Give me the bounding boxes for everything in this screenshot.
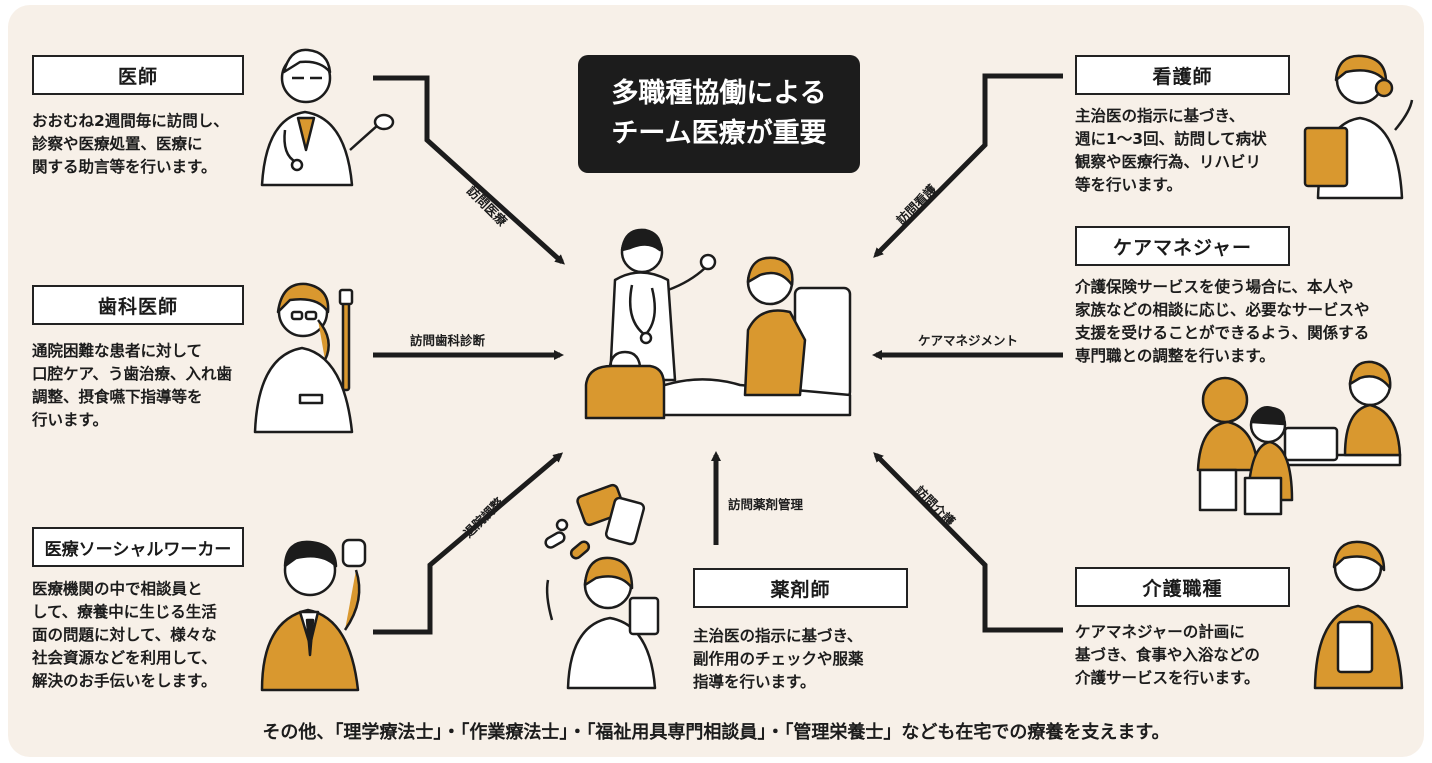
role-desc-nurse: 主治医の指示に基づき、 週に1〜3回、訪問して病状 観察や医療行為、リハビリ 等… [1075,105,1267,197]
title-line-1: 多職種協働による [611,78,827,109]
desc-line: 行います。 [32,411,108,429]
role-desc-dentist: 通院困難な患者に対して 口腔ケア、う歯治療、入れ歯 調整、摂食嚥下指導等を 行い… [32,340,232,432]
desc-line: 面の問題に対して、様々な [32,626,217,644]
connector-label-dentist: 訪問歯科診断 [410,333,486,348]
arrow-care-worker [873,452,1063,633]
pharmacist-illustration [544,483,660,690]
desc-line: 介護保険サービスを使う場合に、本人や [1075,278,1354,296]
desc-line: おおむね2週間毎に訪問し、 [32,112,229,130]
care-worker-illustration [1313,540,1404,690]
arrow-doctor [373,75,565,265]
desc-line: して、療養中に生じる生活 [32,603,217,621]
arrow-nurse [873,73,1063,258]
role-label-care-manager: ケアマネジャー [1075,226,1290,266]
desc-line: 介護サービスを行います。 [1075,669,1260,687]
desc-line: 週に1〜3回、訪問して病状 [1075,130,1267,148]
desc-line: 通院困難な患者に対して [32,342,203,360]
desc-line: 家族などの相談に応じ、必要なサービスや [1075,301,1370,319]
desc-line: 医療機関の中で相談員と [32,580,203,598]
role-desc-doctor: おおむね2週間毎に訪問し、 診察や医療処置、医療に 関する助言等を行います。 [32,110,229,179]
diagram-title: 多職種協働による チーム医療が重要 [578,55,860,173]
role-desc-social-worker: 医療機関の中で相談員と して、療養中に生じる生活 面の問題に対して、様々な 社会… [32,578,217,693]
role-label-pharmacist: 薬剤師 [693,568,908,608]
role-desc-pharmacist: 主治医の指示に基づき、 副作用のチェックや服薬 指導を行います。 [693,625,864,694]
nurse-illustration [1303,54,1414,200]
desc-line: 副作用のチェックや服薬 [693,650,864,668]
connector-label-pharmacist: 訪問薬剤管理 [728,497,804,512]
role-label-social-worker: 医療ソーシャルワーカー [32,527,244,567]
desc-line: 主治医の指示に基づき、 [1075,107,1245,125]
desc-line: 診察や医療処置、医療に [32,135,203,153]
title-line-2: チーム医療が重要 [611,118,827,149]
role-label-nurse: 看護師 [1075,55,1290,95]
connector-label-care-manager: ケアマネジメント [918,333,1019,348]
care-manager-meeting-illustration [1196,360,1402,516]
desc-line: 主治医の指示に基づき、 [693,627,863,645]
desc-line: 調整、摂食嚥下指導等を [32,388,203,406]
dentist-illustration [253,282,354,434]
desc-line: 指導を行います。 [693,673,816,691]
role-label-dentist: 歯科医師 [32,285,244,325]
desc-line: 社会資源などを利用して、 [32,649,217,667]
desc-line: 口腔ケア、う歯治療、入れ歯 [32,365,232,383]
role-desc-care-worker: ケアマネジャーの計画に 基づき、食事や入浴などの 介護サービスを行います。 [1075,621,1260,690]
role-label-doctor: 医師 [32,55,244,95]
footer-note: その他、「理学療法士」・「作業療法士」・「福祉用具専門相談員」・「管理栄養士」な… [262,722,1170,743]
social-worker-illustration [260,538,367,692]
role-label-care-worker: 介護職種 [1075,567,1290,607]
desc-line: 基づき、食事や入浴などの [1075,646,1260,664]
desc-line: 観察や医療行為、リハビリ [1075,153,1262,171]
role-desc-care-manager: 介護保険サービスを使う場合に、本人や 家族などの相談に応じ、必要なサービスや 支… [1075,276,1370,368]
desc-line: 解決のお手伝いをします。 [32,672,217,690]
desc-line: ケアマネジャーの計画に [1075,623,1245,641]
desc-line: 関する助言等を行います。 [32,158,217,176]
doctor-illustration [260,48,395,187]
desc-line: 支援を受けることができるよう、関係する [1075,324,1370,342]
desc-line: 等を行います。 [1075,176,1182,194]
arrow-social-worker [373,452,564,635]
desc-line: 専門職との調整を行います。 [1075,347,1275,365]
home-visit-illustration [584,228,852,420]
